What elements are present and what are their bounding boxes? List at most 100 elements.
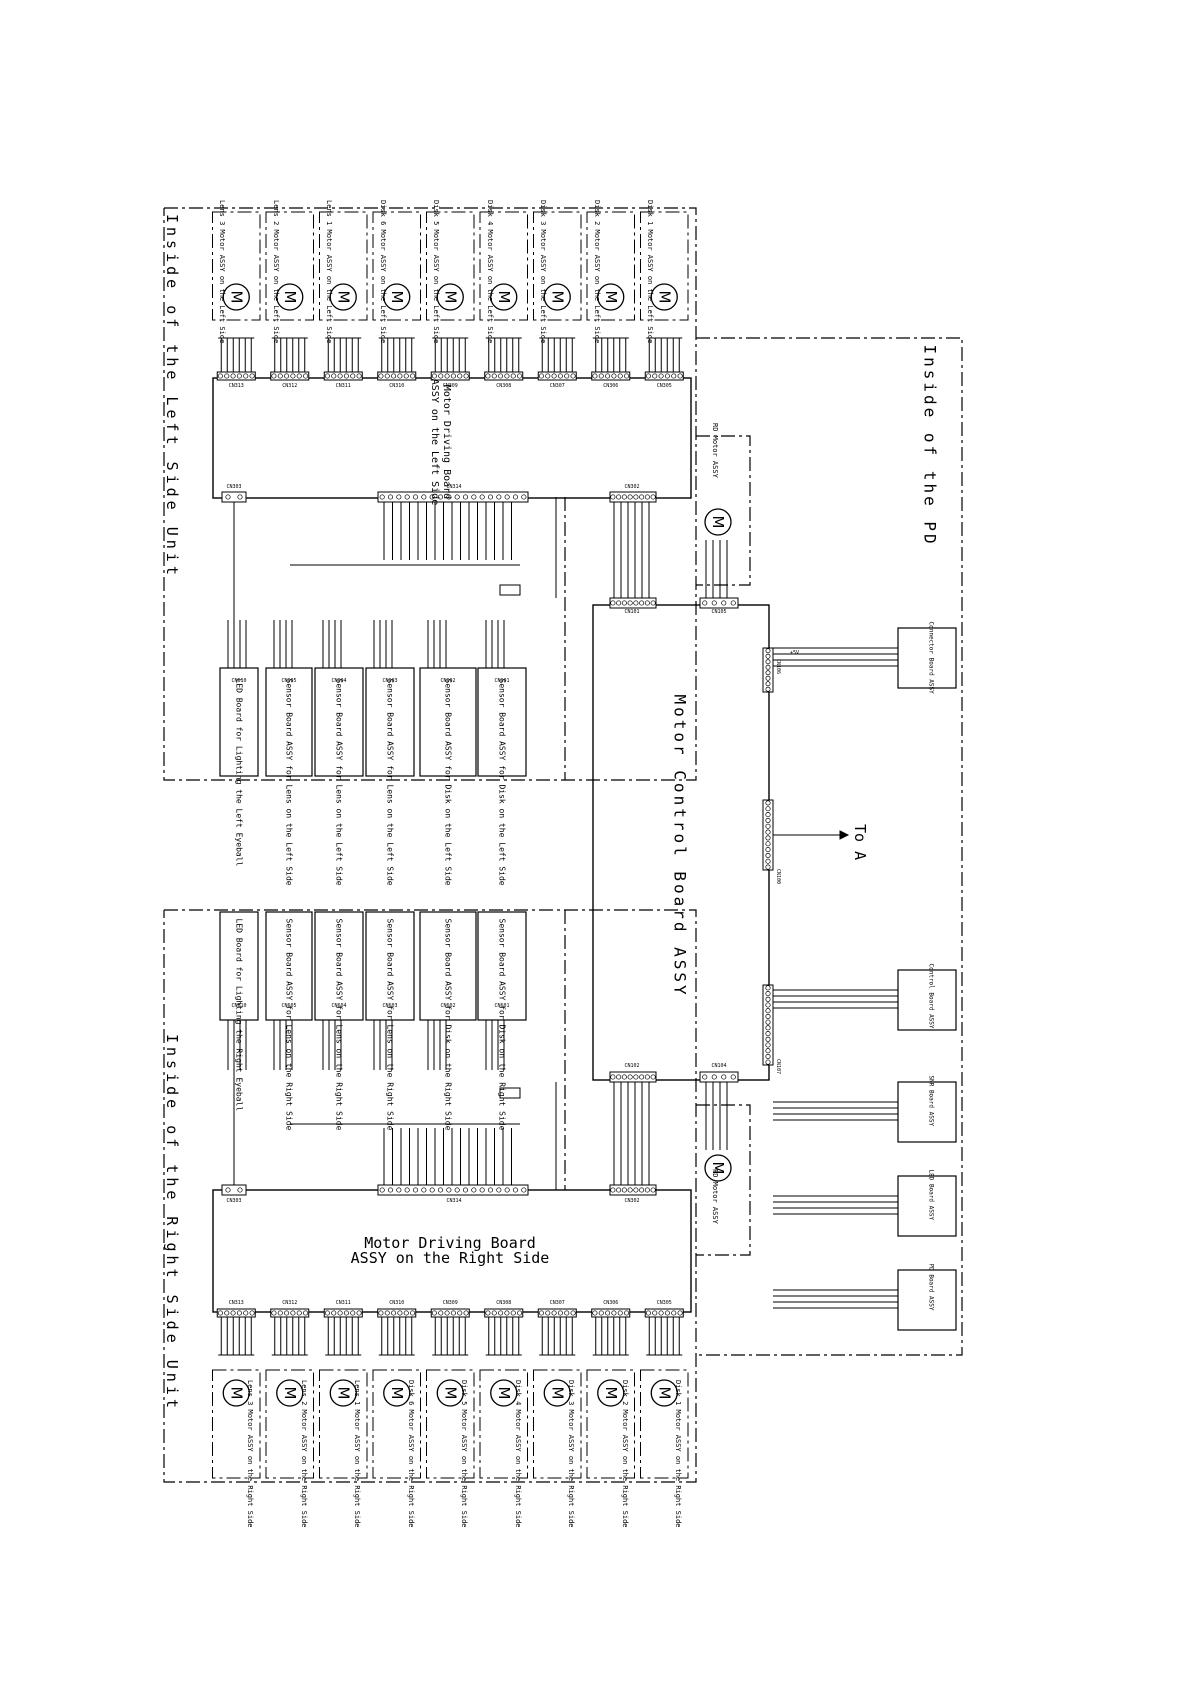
- pd-board-label-4: LED Board ASSY: [927, 1169, 935, 1221]
- right-sensor-connector-label-5: CN605: [281, 1003, 297, 1009]
- cn102-pin: [650, 1074, 656, 1080]
- pd-motor-label: PD Motor ASSY: [711, 1169, 719, 1224]
- pd-board-1: [897, 627, 957, 689]
- right-motor-connector-2: [591, 1308, 631, 1318]
- left-motor-connector-5-pin: [438, 373, 444, 379]
- cn107-pin: [765, 1031, 771, 1037]
- left-motor-frame-3: [533, 211, 582, 321]
- left-motor-9-symbol: M: [227, 291, 245, 304]
- right-motor-connector-4: [484, 1308, 524, 1318]
- left-cn303-pin: [225, 494, 231, 500]
- right-motor-7: [329, 1379, 357, 1407]
- cn100-pin: [765, 864, 771, 870]
- cn104-pin: [711, 1074, 717, 1080]
- left-motor-connector-5-pin: [457, 373, 463, 379]
- right-motor-3: [543, 1379, 571, 1407]
- left-motor-frame-2: [586, 211, 635, 321]
- left-motor-label-3: Disk 3 Motor ASSY on the Left Side: [539, 200, 548, 344]
- right-motor-label-9: Lens 3 Motor ASSY on the Right Side: [246, 1380, 255, 1528]
- right-motor-connector-5-pin: [457, 1310, 463, 1316]
- cn101-pin: [616, 600, 622, 606]
- motor-control-board-title: Motor Control Board ASSY: [670, 694, 690, 998]
- left-motor-5: [436, 283, 464, 311]
- left-cn314-pin: [429, 494, 435, 500]
- right-motor-frame-3: [533, 1369, 582, 1479]
- right-motor-connector-1-pin: [664, 1310, 670, 1316]
- right-cn302-pin: [627, 1187, 633, 1193]
- left-motor-connector-6-pin: [397, 373, 403, 379]
- pd-title: Inside of the PD: [920, 344, 940, 547]
- right-motor-connector-5-pin: [450, 1310, 456, 1316]
- cn101-pin: [610, 600, 616, 606]
- left-sensor-board-3: [365, 667, 415, 777]
- cn100-pin: [765, 852, 771, 858]
- right-motor-label-2: Disk 2 Motor ASSY on the Right Side: [620, 1380, 629, 1528]
- left-motor-connector-1-pin: [652, 373, 658, 379]
- cn107-pin: [765, 1036, 771, 1042]
- cn107-pin: [765, 991, 771, 997]
- cn106-pin: [765, 659, 771, 665]
- right-sensor-board-3: [365, 911, 415, 1021]
- rd-motor-frame: [696, 435, 751, 586]
- left-sensor-board-4: [314, 667, 364, 777]
- left-motor-connector-3-pin: [545, 373, 551, 379]
- right-cn314-pin: [379, 1187, 385, 1193]
- cn104-pin: [702, 1074, 708, 1080]
- cn107-pin: [765, 1053, 771, 1059]
- right-sensor-board-5: [265, 911, 313, 1021]
- left-sensor-connector-label-1: CN601: [494, 678, 510, 684]
- left-unit-title: Inside of the Left Side Unit: [163, 214, 181, 579]
- left-motor-connector-3-pin: [538, 373, 544, 379]
- cn106-pin: [765, 664, 771, 670]
- left-motor-connector-8-pin: [271, 373, 277, 379]
- left-motor-connector-label-5: CN309: [442, 383, 458, 389]
- left-motor-connector-7-pin: [331, 373, 337, 379]
- left-motor-connector-label-1: CN305: [656, 383, 672, 389]
- left-motor-connector-8-pin: [277, 373, 283, 379]
- right-cn314-pin: [421, 1187, 427, 1193]
- left-motor-connector-2-pin: [592, 373, 598, 379]
- cn105-pin: [721, 600, 727, 606]
- cn106-pin: [765, 686, 771, 692]
- right-motor-8: [276, 1379, 304, 1407]
- left-motor-connector-8: [270, 371, 310, 381]
- left-motor-connector-label-4: CN308: [496, 383, 512, 389]
- left-sensor-label-4: Sensor Board ASSY for Lens on the Left S…: [334, 678, 344, 886]
- right-sensor-board-2: [419, 911, 477, 1021]
- cn101-pin: [644, 600, 650, 606]
- right-motor-connector-9-pin: [217, 1310, 223, 1316]
- cn102-pin: [644, 1074, 650, 1080]
- left-cn314-pin: [446, 494, 452, 500]
- right-motor-frame-2: [586, 1369, 635, 1479]
- right-motor-connector-label-7: CN311: [335, 1300, 351, 1306]
- pd-frame: [696, 337, 963, 1356]
- right-motor-6-symbol: M: [388, 1387, 406, 1400]
- right-motor-8-symbol: M: [281, 1387, 299, 1400]
- left-motor-3: [543, 283, 571, 311]
- left-motor-frame-8: [265, 211, 314, 321]
- left-motor-connector-1-pin: [658, 373, 664, 379]
- left-motor-8-symbol: M: [281, 291, 299, 304]
- right-motor-connector-1-pin: [645, 1310, 651, 1316]
- left-motor-connector-6-pin: [410, 373, 416, 379]
- right-motor-connector-2-pin: [611, 1310, 617, 1316]
- right-cn314-pin: [496, 1187, 502, 1193]
- cn107-pin: [765, 1042, 771, 1048]
- right-cn302-pin: [633, 1187, 639, 1193]
- cn102: [609, 1071, 657, 1083]
- pd-board-label-3: SNR Board ASSY: [927, 1075, 935, 1127]
- cn102-pin: [633, 1074, 639, 1080]
- right-motor-frame-9: [212, 1369, 261, 1479]
- pd-motor-frame: [696, 1104, 751, 1256]
- right-motor-connector-6-pin: [410, 1310, 416, 1316]
- cn101-label: CN101: [624, 609, 640, 615]
- right-motor-label-8: Lens 2 Motor ASSY on the Right Side: [299, 1380, 308, 1528]
- cn107-pin: [765, 1059, 771, 1065]
- right-sensor-label-3: Sensor Board ASSY for Lens on the Right …: [385, 918, 395, 1131]
- cn102-pin: [616, 1074, 622, 1080]
- to-a-arrow-head: [839, 830, 850, 840]
- right-motor-connector-7: [323, 1308, 363, 1318]
- left-motor-connector-9-pin: [224, 373, 230, 379]
- cn101-pin: [627, 600, 633, 606]
- right-motor-connector-label-2: CN306: [603, 1300, 619, 1306]
